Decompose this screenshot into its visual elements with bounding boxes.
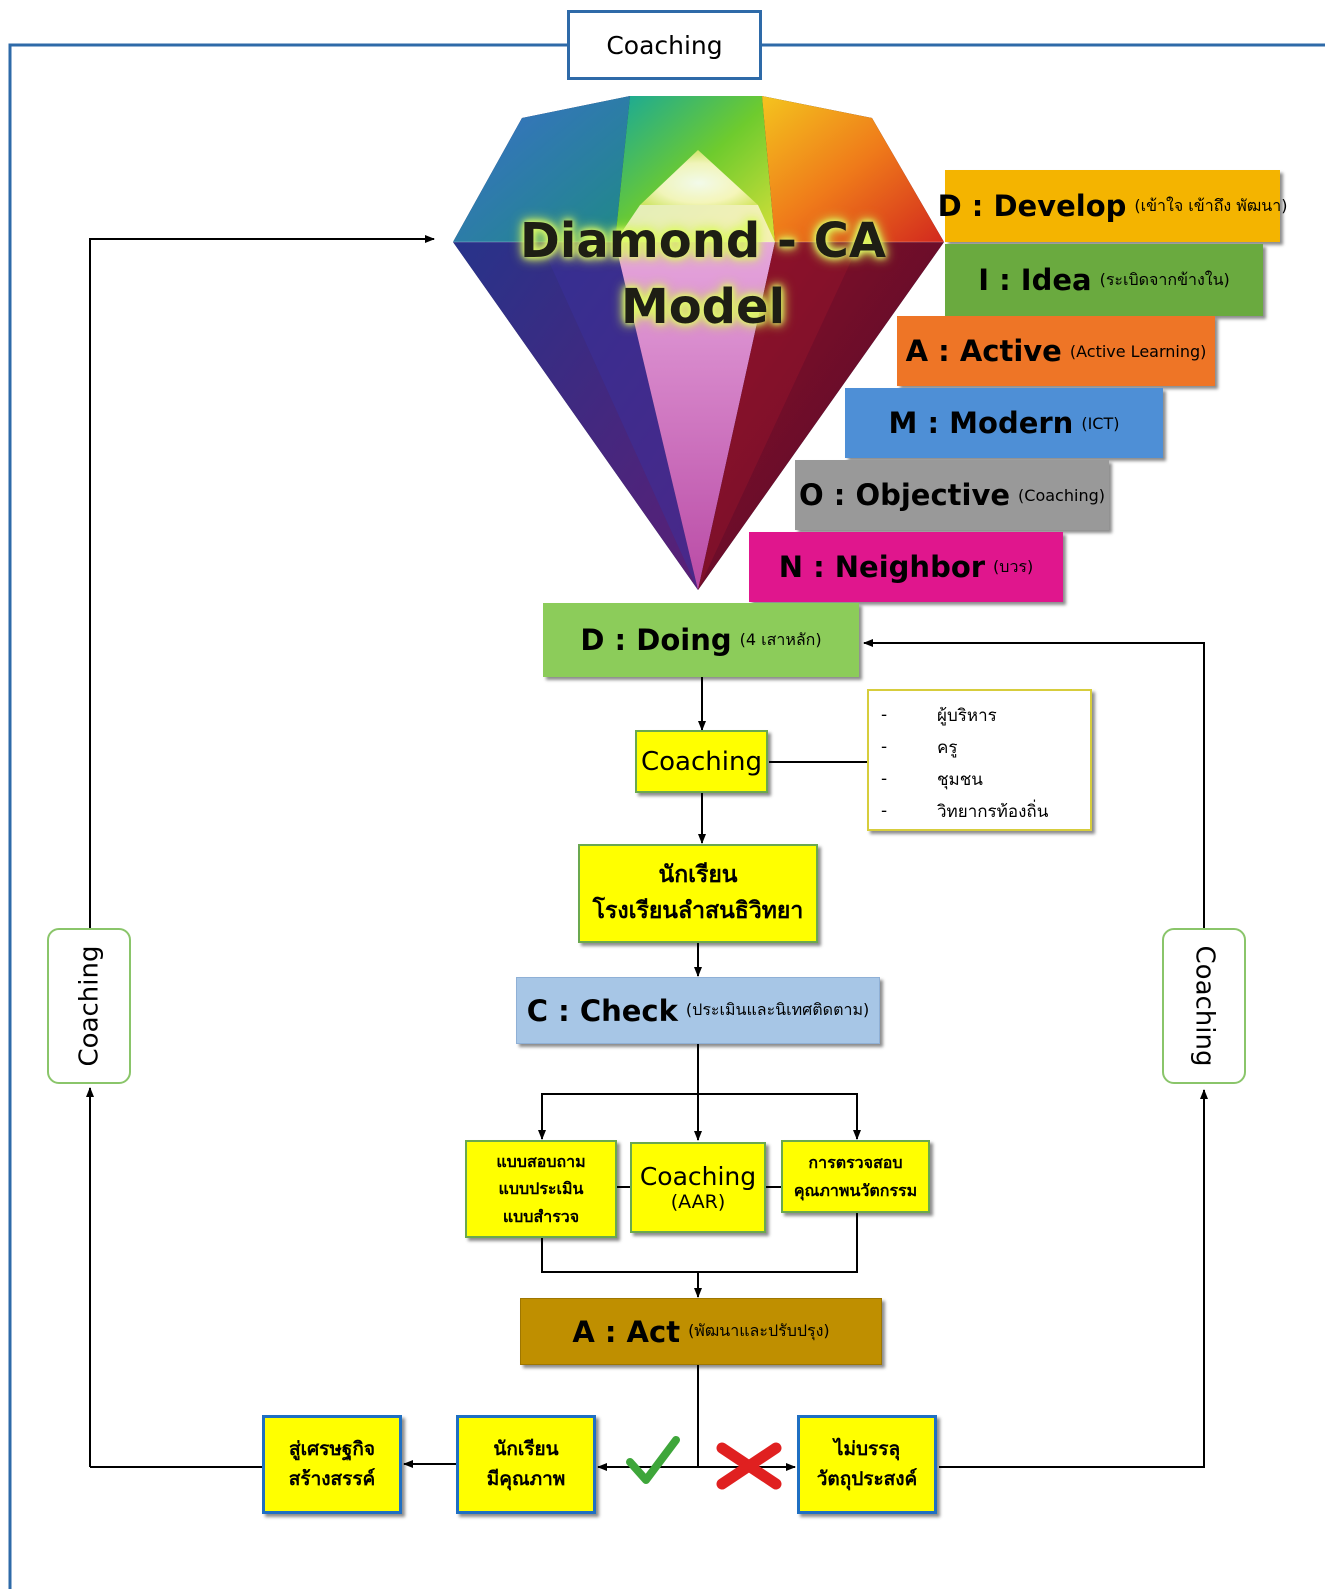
coaches-list: - ผู้บริหาร - ครู - ชุมชน - วิทยากรท้องถ…: [867, 689, 1092, 831]
coach-item: ผู้บริหาร: [937, 705, 997, 726]
check-icon: [626, 1436, 680, 1484]
step-develop: D : Develop (เข้าใจ เข้าถึง พัฒนา): [938, 170, 1287, 242]
list-dash: -: [881, 769, 888, 789]
coach-item: ครู: [937, 737, 958, 758]
loop-right-label: Coaching: [1189, 945, 1220, 1067]
loop-right-box: Coaching: [1162, 928, 1246, 1084]
step-neighbor-label: N : Neighbor: [778, 550, 986, 584]
tools-right-box: การตรวจสอบ คุณภาพนวัตกรรม: [781, 1140, 930, 1213]
step-objective-sub: (Coaching): [1018, 485, 1105, 505]
tools-left-line: แบบสำรวจ: [502, 1206, 580, 1226]
check-box: C : Check (ประเมินและนิเทศติดตาม): [516, 977, 880, 1044]
title-box: Coaching: [567, 10, 762, 80]
act-box: A : Act (พัฒนาและปรับปรุง): [520, 1298, 882, 1365]
step-neighbor-sub: (บวร): [993, 556, 1034, 576]
tools-center-box: Coaching (AAR): [630, 1142, 766, 1233]
tools-left-line: แบบประเมิน: [498, 1179, 584, 1199]
tools-center-line1: Coaching: [639, 1162, 757, 1191]
list-item: - ชุมชน: [869, 763, 1090, 795]
step-objective-label: O : Objective: [799, 478, 1011, 512]
outcome-economy-line: สร้างสรรค์: [288, 1467, 376, 1490]
diamond-title-line1: Diamond - CA: [520, 213, 886, 269]
outcome-fail-line: ไม่บรรลุ: [833, 1438, 901, 1461]
step-modern: M : Modern (ICT): [845, 388, 1163, 458]
step-active-label: A : Active: [905, 334, 1062, 368]
tools-right-line: การตรวจสอบ: [808, 1153, 903, 1173]
tools-right-line: คุณภาพนวัตกรรม: [793, 1180, 918, 1200]
step-develop-label: D : Develop: [937, 189, 1127, 223]
step-objective: O : Objective (Coaching): [795, 460, 1109, 530]
students-line1: นักเรียน: [658, 861, 738, 888]
outcome-quality-line: นักเรียน: [493, 1438, 559, 1461]
step-modern-label: M : Modern: [888, 406, 1074, 440]
step-active: A : Active (Active Learning): [897, 316, 1215, 386]
students-line2: โรงเรียนลำสนธิวิทยา: [592, 897, 804, 924]
step-idea-sub: (ระเบิดจากข้างใน): [1099, 269, 1230, 289]
step-develop-sub: (เข้าใจ เข้าถึง พัฒนา): [1134, 195, 1288, 215]
outcome-economy-box: สู่เศรษฐกิจ สร้างสรรค์: [262, 1415, 402, 1514]
outcome-fail-line: วัตถุประสงค์: [816, 1467, 918, 1490]
title-text: Coaching: [606, 30, 723, 60]
coach-item: วิทยากรท้องถิ่น: [937, 801, 1049, 822]
check-label: C : Check: [526, 993, 678, 1028]
list-dash: -: [881, 801, 888, 821]
list-item: - วิทยากรท้องถิ่น: [869, 795, 1090, 827]
diamond-title-line2: Model: [620, 279, 786, 335]
cross-icon: [716, 1442, 782, 1490]
step-modern-sub: (ICT): [1081, 413, 1120, 433]
doing-box: D : Doing (4 เสาหลัก): [543, 603, 859, 677]
list-dash: -: [881, 705, 888, 725]
outcome-economy-line: สู่เศรษฐกิจ: [288, 1438, 375, 1461]
outcome-quality-line: มีคุณภาพ: [486, 1467, 566, 1490]
step-idea-label: I : Idea: [978, 263, 1092, 297]
list-dash: -: [881, 737, 888, 757]
coaching-center-box: Coaching: [635, 730, 768, 793]
tools-left-box: แบบสอบถาม แบบประเมิน แบบสำรวจ: [465, 1140, 617, 1238]
students-box: นักเรียน โรงเรียนลำสนธิวิทยา: [578, 844, 818, 943]
act-label: A : Act: [572, 1314, 681, 1349]
tools-center-line2: (AAR): [670, 1191, 726, 1213]
step-neighbor: N : Neighbor (บวร): [749, 532, 1063, 602]
check-sub: (ประเมินและนิเทศติดตาม): [685, 1000, 870, 1019]
step-active-sub: (Active Learning): [1069, 341, 1207, 361]
tools-left-line: แบบสอบถาม: [496, 1152, 586, 1172]
step-idea: I : Idea (ระเบิดจากข้างใน): [945, 244, 1263, 316]
loop-left-box: Coaching: [47, 928, 131, 1084]
coach-item: ชุมชน: [937, 769, 983, 790]
coaching-center-label: Coaching: [641, 746, 762, 777]
doing-label: D : Doing: [580, 623, 732, 657]
loop-left-label: Coaching: [74, 945, 105, 1067]
diamond-graphic: [453, 96, 944, 590]
diamond-title: Diamond - CA Model: [508, 208, 898, 340]
outcome-quality-box: นักเรียน มีคุณภาพ: [456, 1415, 596, 1514]
outcome-fail-box: ไม่บรรลุ วัตถุประสงค์: [797, 1415, 937, 1514]
doing-sub: (4 เสาหลัก): [739, 629, 822, 649]
list-item: - ครู: [869, 731, 1090, 763]
list-item: - ผู้บริหาร: [869, 699, 1090, 731]
act-sub: (พัฒนาและปรับปรุง): [688, 1321, 830, 1340]
